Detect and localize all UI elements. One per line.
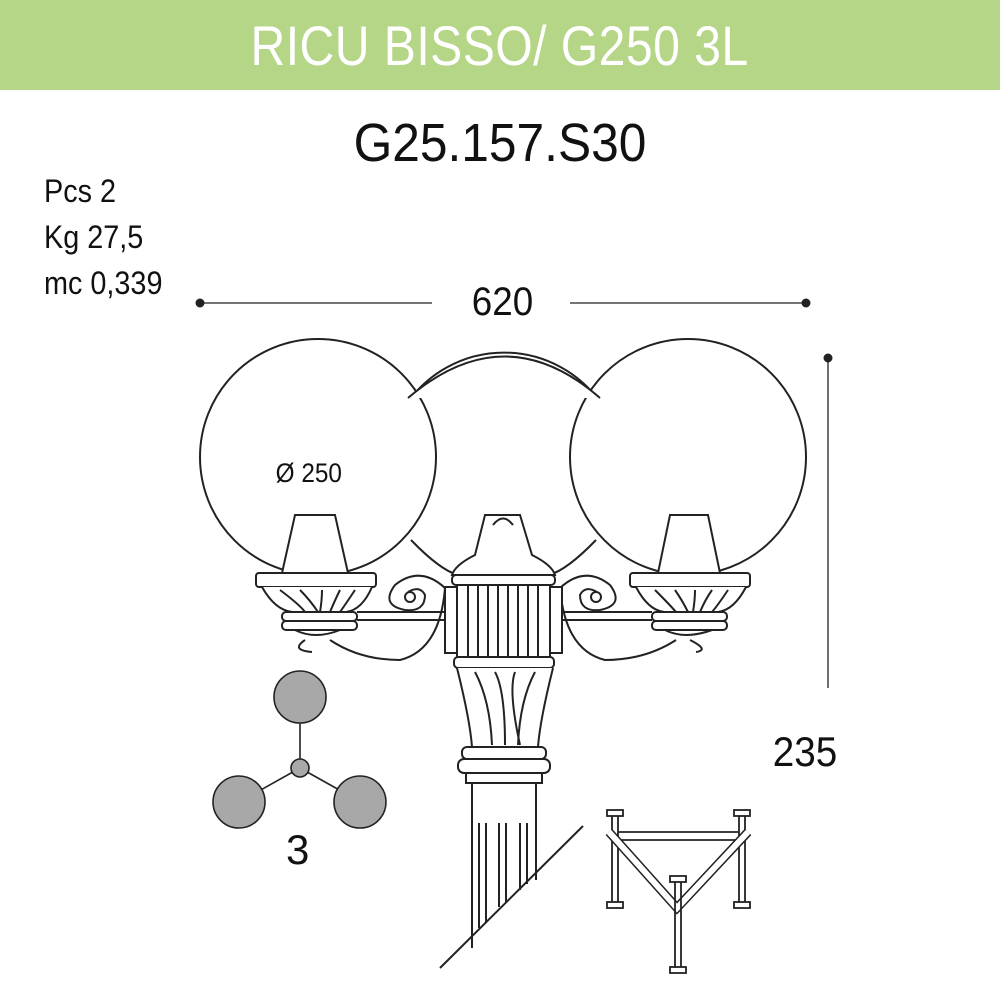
title-banner: RICU BISSO/ G250 3L <box>0 0 1000 90</box>
height-dimension-line <box>823 353 833 688</box>
spec-weight: Kg 27,5 <box>44 219 144 255</box>
scroll-arms <box>329 574 677 662</box>
spec-pieces: Pcs 2 <box>44 173 117 209</box>
spec-volume: mc 0,339 <box>44 265 163 301</box>
globe-diameter-label: Ø 250 <box>275 458 342 488</box>
lamp-holder-left <box>255 514 377 653</box>
width-dimension-line <box>195 298 811 308</box>
central-column <box>439 514 584 969</box>
height-dimension-label: 235 <box>772 728 838 775</box>
lamp-holder-right <box>629 514 751 653</box>
three-globe-layout-icon <box>212 670 387 829</box>
globe-center <box>407 351 601 403</box>
lights-count-label: 3 <box>286 826 310 873</box>
product-code: G25.157.S30 <box>353 113 647 173</box>
width-dimension-label: 620 <box>471 280 534 324</box>
tripod-base-detail <box>605 809 752 974</box>
specs-list: Pcs 2 Kg 27,5 mc 0,339 <box>44 168 162 306</box>
product-title: RICU BISSO/ G250 3L <box>250 13 749 77</box>
